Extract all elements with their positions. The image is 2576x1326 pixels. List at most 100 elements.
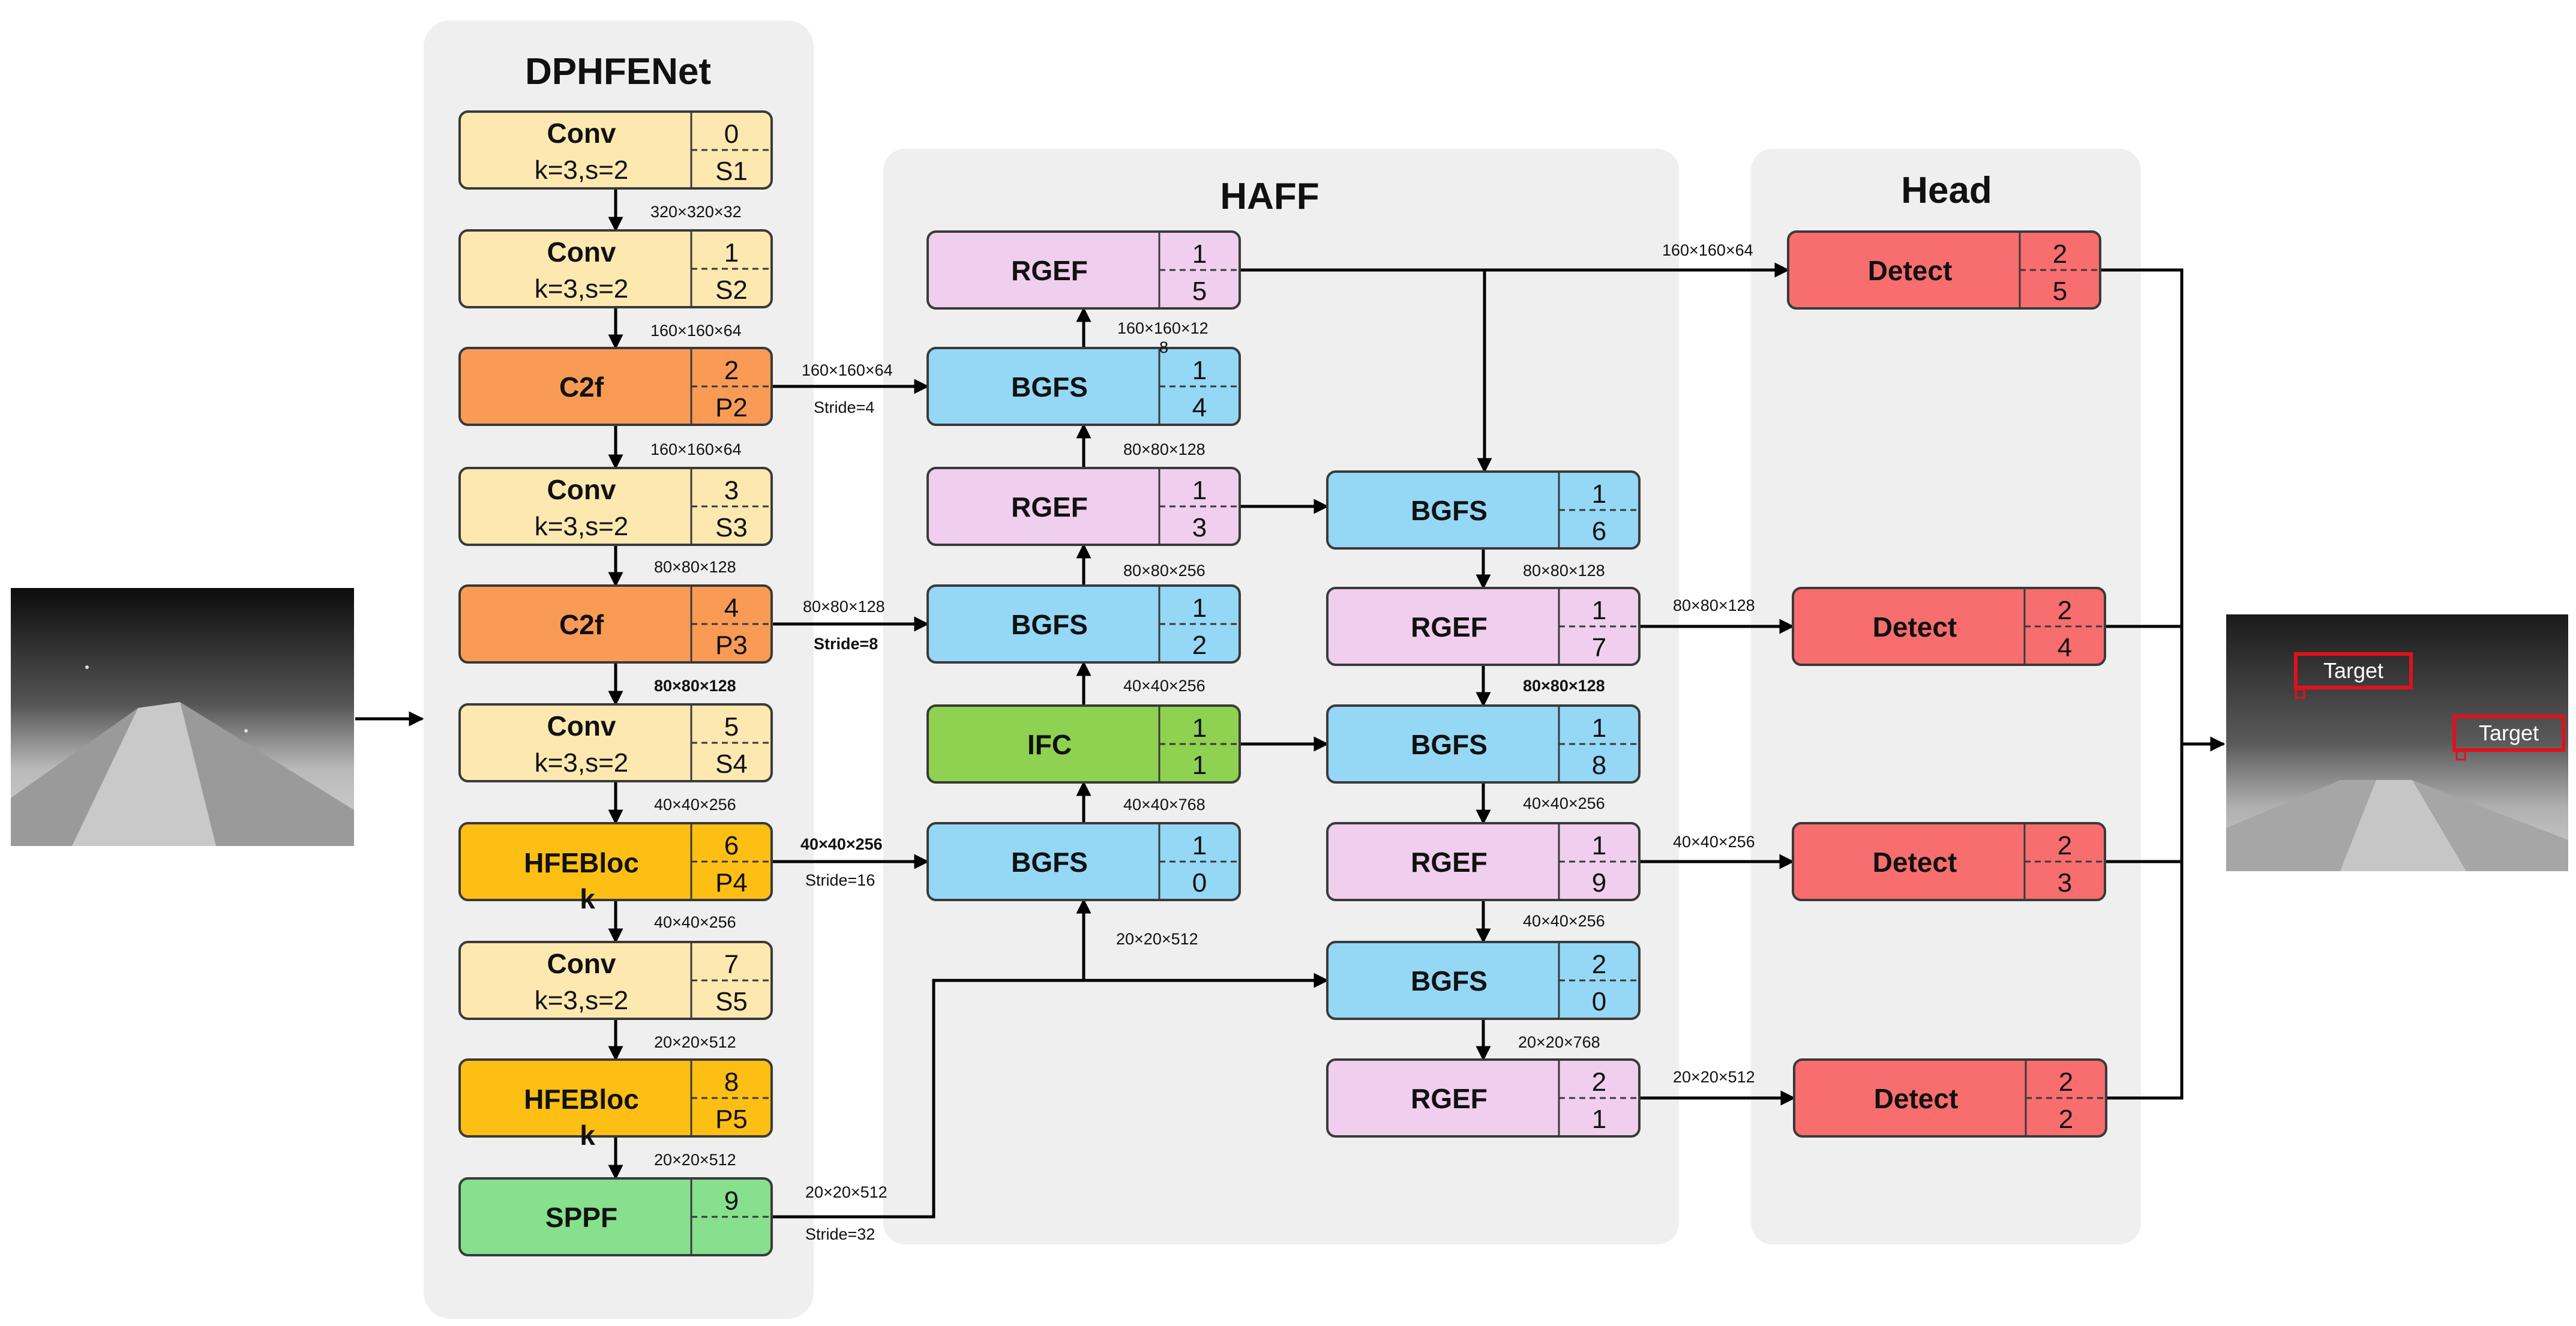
block-name: Detect [1873, 611, 1957, 643]
block-name-wrap: k [580, 883, 595, 914]
dimension-label: 320×320×32 [650, 203, 742, 221]
dimension-label: 20×20×512 [654, 1033, 736, 1051]
block-index-bottom: S5 [715, 987, 748, 1016]
block-index-top: 2 [724, 356, 739, 385]
block-index-bottom: 5 [2053, 277, 2067, 306]
block-index-bottom: P5 [715, 1105, 748, 1134]
block-index-bottom: 2 [1192, 631, 1207, 660]
block-index-bottom: 2 [2059, 1105, 2073, 1134]
block-name: RGEF [1411, 847, 1488, 878]
block-param: k=3,s=2 [535, 748, 629, 778]
blocks: Convk=3,s=20S1Convk=3,s=21S2C2f2P2Convk=… [458, 110, 2107, 1256]
dimension-label: Stride=32 [805, 1225, 875, 1243]
block-index-bottom: 0 [1192, 868, 1207, 898]
block-index-bottom: P2 [715, 393, 748, 422]
block-name: HFEBloc [524, 1084, 639, 1115]
dimension-label: 80×80×128 [654, 677, 736, 695]
block-name: RGEF [1011, 255, 1088, 286]
dimension-label: 20×20×768 [1518, 1033, 1600, 1051]
block-index-top: 1 [1192, 476, 1207, 505]
block-name: BGFS [1011, 847, 1088, 878]
block-index-top: 1 [1192, 593, 1207, 623]
block-index-top: 1 [1192, 713, 1207, 743]
block-index-bottom: P3 [715, 631, 748, 660]
block-index-bottom: 3 [1192, 513, 1207, 542]
dimension-label: 20×20×512 [1673, 1068, 1755, 1086]
block-name: BGFS [1411, 729, 1488, 760]
block-index-top: 9 [724, 1186, 739, 1216]
block-name: C2f [559, 609, 604, 640]
dimension-label: 80×80×128 [803, 598, 885, 616]
block-index-top: 1 [1592, 596, 1606, 625]
block-index-bottom: 5 [1192, 277, 1207, 306]
block-c2f-2P2: C2f 2P2 [458, 347, 773, 426]
dimension-label: 80×80×128 [1523, 562, 1605, 580]
dimension-label: Stride=16 [805, 871, 875, 889]
block-name: RGEF [1411, 611, 1488, 643]
block-name: Detect [1874, 1083, 1959, 1114]
block-index-top: 4 [724, 593, 739, 623]
block-index-bottom: 7 [1592, 633, 1606, 662]
dimension-label: 160×160×64 [1662, 241, 1753, 259]
dimension-label: 20×20×512 [654, 1151, 736, 1169]
block-index-top: 2 [2059, 1067, 2073, 1097]
dimension-label: 80×80×128 [654, 558, 736, 576]
connection-lines [355, 188, 2226, 1219]
dimension-label: 160×160×64 [802, 361, 893, 379]
block-rgef-15: RGEF 1 5 [926, 230, 1241, 310]
block-index-top: 5 [724, 712, 739, 742]
block-index-top: 6 [724, 831, 739, 860]
block-name: Detect [1868, 255, 1953, 286]
block-index-top: 1 [1192, 239, 1207, 269]
dimension-label: 40×40×768 [1123, 796, 1205, 814]
block-index-top: 2 [1592, 950, 1606, 979]
block-index-top: 1 [1192, 831, 1207, 860]
block-index-bottom: 1 [1592, 1105, 1606, 1134]
block-param: k=3,s=2 [535, 155, 629, 185]
block-index-bottom: S2 [715, 275, 748, 305]
dimension-label: 80×80×256 [1123, 562, 1205, 580]
connector [772, 973, 1329, 1219]
neck-title: HAFF [1220, 176, 1319, 217]
block-name: RGEF [1011, 491, 1088, 523]
dimension-label: 8 [1159, 338, 1168, 356]
dimension-label: Stride=8 [814, 635, 878, 653]
block-index-top: 8 [724, 1067, 739, 1097]
block-index-bottom: P4 [715, 868, 748, 898]
block-index-top: 1 [1592, 713, 1606, 743]
block-name: C2f [559, 371, 604, 403]
block-index-bottom: 0 [1592, 987, 1606, 1016]
block-index-bottom: 3 [2058, 868, 2072, 898]
block-index-bottom: S4 [715, 749, 748, 779]
block-name: Conv [547, 948, 616, 979]
dimension-label: 80×80×128 [1123, 440, 1205, 458]
block-index-top: 2 [2058, 596, 2072, 625]
block-name: Conv [547, 236, 616, 268]
block-index-top: 1 [1592, 831, 1606, 860]
block-name: IFC [1027, 729, 1072, 760]
target-label-2: Target [2479, 721, 2539, 745]
dimension-label: 40×40×256 [654, 913, 736, 931]
block-index-bottom: 6 [1592, 517, 1606, 546]
dimension-label: 40×40×256 [1523, 794, 1605, 812]
dimension-label: 80×80×128 [1673, 596, 1755, 614]
block-name: Conv [547, 474, 616, 505]
block-name: SPPF [545, 1202, 617, 1233]
block-index-top: 1 [1192, 356, 1207, 385]
dimension-label: 20×20×512 [1116, 930, 1198, 948]
block-name: BGFS [1011, 609, 1088, 640]
dimension-label: 40×40×256 [1523, 912, 1605, 930]
